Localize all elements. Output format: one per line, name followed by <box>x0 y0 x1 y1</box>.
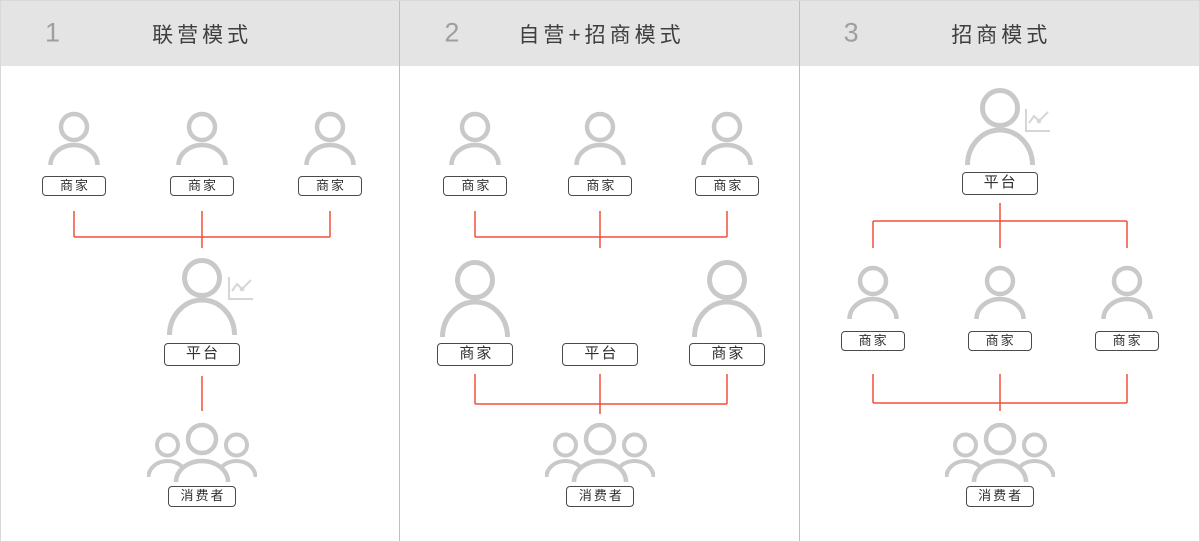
person-icon <box>573 111 627 167</box>
consumer-label: 消费者 <box>965 486 1034 507</box>
merchant-label: 商家 <box>443 176 508 196</box>
platform-label: 平台 <box>562 343 639 366</box>
person-icon <box>303 111 357 167</box>
merchant-label: 商家 <box>840 331 905 351</box>
person-icon <box>448 111 502 167</box>
merchant-person-icon <box>440 259 510 337</box>
person-icon <box>1100 265 1154 321</box>
panel-header-3: 3 招商模式 <box>799 1 1199 66</box>
merchant-label: 商家 <box>298 176 362 196</box>
merchant-label: 商家 <box>1094 331 1159 351</box>
merchant-label: 商家 <box>967 331 1032 351</box>
consumers-group-icon <box>147 419 257 483</box>
panel-joint-operation: 1 联营模式 商家 商家 商家 平台 消费者 <box>1 1 401 541</box>
panel-body-1: 商家 商家 商家 平台 消费者 <box>1 66 399 541</box>
person-icon <box>47 111 101 167</box>
person-icon <box>846 265 900 321</box>
panel-body-3: 平台 商家 商家 商家 消费者 <box>800 66 1199 541</box>
merchant-label: 商家 <box>170 176 234 196</box>
panel-merchant: 3 招商模式 平台 商家 商家 商家 消费者 <box>799 1 1199 541</box>
panel-header-1: 1 联营模式 <box>1 1 400 66</box>
panel-number: 2 <box>444 16 460 47</box>
panel-title: 联营模式 <box>152 23 253 47</box>
person-icon <box>700 111 754 167</box>
merchant-label: 商家 <box>437 343 514 366</box>
merchant-label: 商家 <box>568 176 633 196</box>
chart-icon <box>226 276 254 302</box>
consumers-group-icon <box>945 419 1055 483</box>
person-icon <box>175 111 229 167</box>
panel-body-2: 商家 商家 商家 商家 平台 商家 消费者 <box>400 66 798 541</box>
merchant-label: 商家 <box>695 176 760 196</box>
panel-number: 3 <box>843 16 859 47</box>
panel-header-2: 2 自营+招商模式 <box>400 1 799 66</box>
merchant-person-icon <box>692 259 762 337</box>
panel-self-plus-merchant: 2 自营+招商模式 商家 商家 商家 商家 平台 商家 消费者 <box>400 1 800 541</box>
panel-title: 招商模式 <box>951 23 1052 47</box>
merchant-label: 商家 <box>689 343 766 366</box>
chart-icon <box>1023 108 1051 134</box>
platform-label: 平台 <box>961 172 1038 195</box>
platform-label: 平台 <box>164 343 240 366</box>
panel-number: 1 <box>45 16 61 47</box>
merchant-label: 商家 <box>42 176 106 196</box>
consumers-group-icon <box>545 419 655 483</box>
consumer-label: 消费者 <box>566 486 635 507</box>
consumer-label: 消费者 <box>168 486 236 507</box>
panel-title: 自营+招商模式 <box>518 23 685 47</box>
person-icon <box>973 265 1027 321</box>
